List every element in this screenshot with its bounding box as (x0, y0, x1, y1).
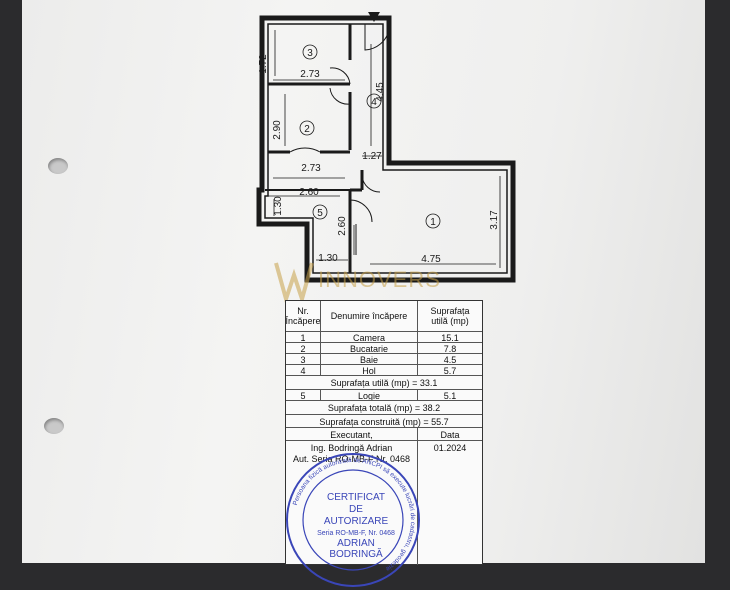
table-row-executant: Executant, Data (286, 427, 482, 441)
room-number-4: 4 (371, 97, 377, 108)
door-loggia (349, 199, 373, 223)
header-nr: Nr. (297, 306, 309, 316)
table-row: 3 Baie 4.5 (286, 353, 482, 365)
table-row-built: Suprafața construită (mp) = 55.7 (286, 414, 482, 428)
floor-plan: 1 2 3 4 5 1.72 2.73 4.45 2.90 2.73 1.27 … (256, 12, 516, 283)
stamp-line: AUTORIZARE (324, 516, 389, 527)
dim-label: 1.30 (318, 253, 338, 264)
dim-label: 3.17 (489, 210, 500, 230)
dim-label: 1.27 (362, 151, 382, 162)
room-circle (425, 213, 441, 229)
header-area-unit: utilă (mp) (431, 316, 469, 326)
room-circle (366, 93, 382, 109)
dim-label: 4.75 (421, 254, 441, 265)
stamp-line: ADRIAN (337, 538, 375, 549)
entrance-arrow-icon (368, 12, 380, 22)
door-bath (329, 67, 351, 85)
table-row-total: Suprafața totală (mp) = 38.2 (286, 400, 482, 415)
table-row: 5 Logie 5.1 (286, 389, 482, 401)
stamp-line: BODRINGĂ (329, 547, 383, 560)
dim-label: 1.30 (273, 196, 284, 216)
authorization-stamp: Persoana fizică autorizată de ANCPI să e… (286, 453, 420, 587)
table-header: Nr. Încăpere Denumire încăpere Suprafața… (286, 301, 482, 331)
table-row: 2 Bucatarie 7.8 (286, 342, 482, 354)
stamp-line: CERTIFICAT (327, 492, 385, 503)
executant-auth: Aut. Seria RO-MB-F Nr. 0468 (292, 454, 411, 464)
dim-label: 2.90 (272, 120, 283, 140)
room-number-5: 5 (317, 208, 323, 219)
executant-name: Ing. Bodringă Adrian (310, 443, 393, 453)
door-entrance (364, 24, 390, 51)
door-kitchen-2 (289, 147, 321, 153)
stamp-line: Seria RO-MB-F, Nr. 0468 (317, 530, 395, 537)
room-number-2: 2 (304, 124, 310, 135)
stamp-line: DE (349, 504, 363, 515)
room-circle (299, 120, 315, 136)
table-row-useful-total: Suprafața utilă (mp) = 33.1 (286, 375, 482, 390)
punch-hole (44, 418, 64, 434)
watermark-text: INNOVERS (318, 267, 441, 292)
dim-label: 1.72 (258, 54, 269, 74)
watermark-logo: INNOVERS (274, 262, 441, 305)
area-table: Nr. Încăpere Denumire încăpere Suprafața… (285, 300, 483, 565)
dim-label: 4.45 (375, 82, 386, 102)
room-number-1: 1 (430, 217, 436, 228)
header-name: Denumire încăpere (330, 311, 408, 321)
room-circle (312, 204, 328, 220)
header-area: Suprafața (430, 306, 470, 316)
room-number-3: 3 (307, 48, 313, 59)
dim-label: 2.60 (337, 216, 348, 236)
dim-label: 2.60 (299, 187, 319, 198)
dim-label: 2.73 (301, 163, 321, 174)
door-room (361, 175, 381, 193)
dim-label: 2.73 (300, 69, 320, 80)
door-kitchen (329, 87, 351, 105)
header-room: Încăpere (286, 316, 320, 326)
room-circle (302, 44, 318, 60)
logo-mark-icon (274, 262, 314, 305)
punch-hole (48, 158, 68, 174)
table-row: 1 Camera 15.1 (286, 331, 482, 343)
date-value: 01.2024 (433, 443, 467, 453)
table-row: 4 Hol 5.7 (286, 364, 482, 376)
